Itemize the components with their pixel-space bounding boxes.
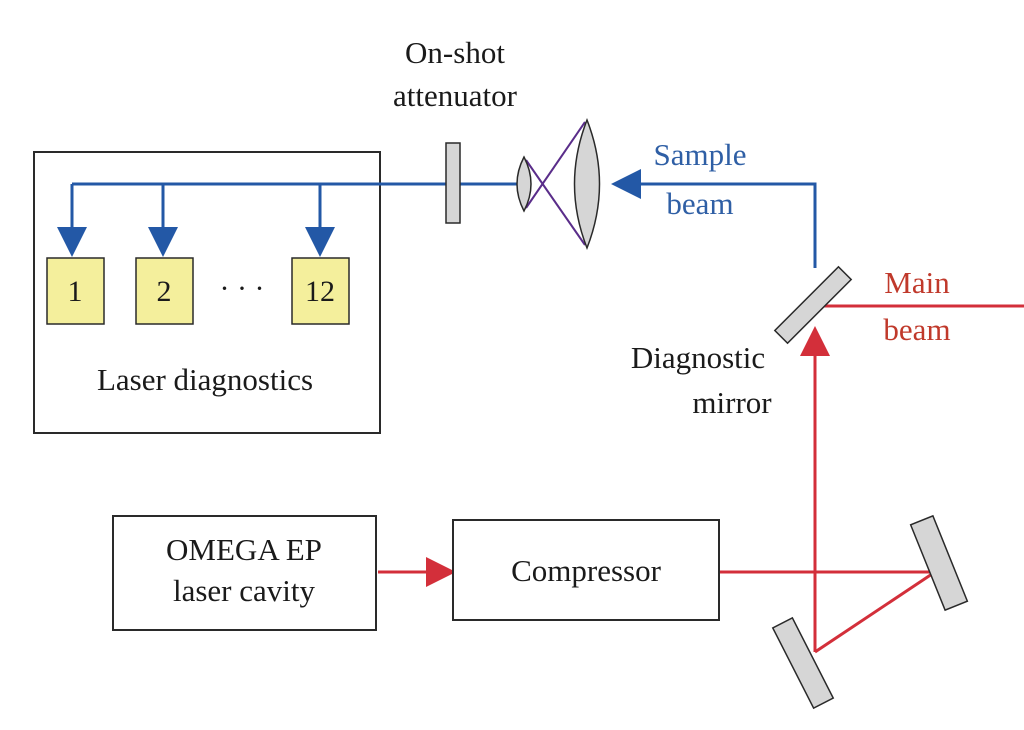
laser-cavity-label-line1: OMEGA EP — [166, 532, 322, 567]
sample-beam-label-line2: beam — [666, 186, 733, 221]
main-beam-label-line2: beam — [883, 312, 950, 347]
attenuator-label-line2: attenuator — [393, 78, 518, 113]
main-beam-label-line1: Main — [884, 265, 950, 300]
sample-beam-label-line1: Sample — [654, 137, 747, 172]
telescope-optics — [516, 117, 601, 251]
main-beam — [378, 304, 1024, 654]
laser-diagnostics-label: Laser diagnostics — [97, 362, 313, 397]
diagnostic-mirror — [773, 265, 853, 345]
attenuator-label-line1: On-shot — [405, 35, 505, 70]
large-lens — [573, 117, 601, 251]
sample-beam — [57, 169, 817, 268]
attenuator-plate — [445, 142, 461, 224]
laser-cavity-label-line2: laser cavity — [173, 573, 316, 608]
small-lens — [516, 155, 532, 213]
lower-mirror — [771, 616, 835, 710]
diagnostic-label-12: 12 — [305, 275, 335, 308]
diagnostic-label-1: 1 — [68, 275, 83, 308]
diagnostic-label-2: 2 — [157, 275, 172, 308]
diagnostic-box-1 — [46, 257, 105, 325]
diagnostic-box-2 — [135, 257, 194, 325]
diagnostic-mirror-label-line2: mirror — [692, 385, 772, 420]
compressor-label: Compressor — [511, 553, 662, 588]
compressor-box — [452, 519, 720, 621]
diagnostic-mirror-label-line1: Diagnostic — [631, 340, 765, 375]
laser-diagnostics-box — [33, 151, 381, 434]
diagnostic-ellipsis: · · · — [220, 272, 265, 305]
fold-mirror — [909, 514, 969, 612]
laser-cavity-box — [112, 515, 377, 631]
main-beam-fold-to-lower-mirror — [814, 570, 936, 654]
diagnostic-box-12 — [291, 257, 350, 325]
sample-beam-to-lens — [611, 169, 817, 268]
